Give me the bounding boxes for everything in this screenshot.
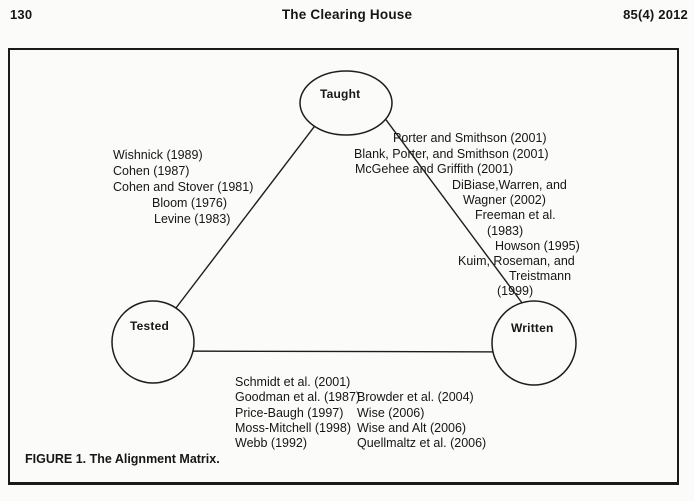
citation-tested-written-right-3: Wise and Alt (2006) bbox=[357, 421, 467, 435]
edge-tested-written-line bbox=[149, 350, 538, 353]
citation-taught-written-6: Freeman et al. bbox=[475, 208, 556, 222]
edge-taught-tested-line bbox=[162, 105, 331, 326]
citation-taught-written-5: Wagner (2002) bbox=[463, 193, 546, 207]
citation-tested-written-left-5: Webb (1992) bbox=[235, 436, 308, 450]
citation-tested-written-left-3: Price-Baugh (1997) bbox=[235, 406, 344, 420]
figure-caption: FIGURE 1. The Alignment Matrix. bbox=[25, 452, 220, 466]
edge-taught-written-line bbox=[377, 108, 535, 320]
citation-taught-tested-1: Wishnick (1989) bbox=[113, 148, 203, 162]
journal-title: The Clearing House bbox=[281, 7, 413, 22]
node-label-taught: Taught bbox=[320, 87, 361, 101]
citation-tested-written-left-4: Moss-Mitchell (1998) bbox=[235, 421, 352, 435]
node-written-circle bbox=[491, 300, 577, 386]
citation-taught-written-1: Porter and Smithson (2001) bbox=[393, 131, 547, 145]
figure-border-box bbox=[8, 48, 679, 485]
citation-taught-written-7: (1983) bbox=[487, 224, 524, 238]
node-label-tested: Tested bbox=[130, 319, 169, 333]
citation-taught-written-8: Howson (1995) bbox=[495, 239, 580, 253]
citation-tested-written-left-1: Schmidt et al. (2001) bbox=[235, 375, 351, 389]
citation-taught-written-2: Blank, Porter, and Smithson (2001) bbox=[354, 147, 549, 161]
citation-taught-written-3: McGehee and Griffith (2001) bbox=[355, 162, 514, 176]
citation-taught-written-11: (1999) bbox=[497, 284, 534, 298]
citation-taught-tested-5: Levine (1983) bbox=[154, 212, 231, 226]
citation-taught-tested-2: Cohen (1987) bbox=[113, 164, 190, 178]
citation-tested-written-right-2: Wise (2006) bbox=[357, 406, 425, 420]
citation-tested-written-right-4: Quellmaltz et al. (2006) bbox=[357, 436, 487, 450]
citation-taught-written-10: Treistmann bbox=[509, 269, 572, 283]
issue-info: 85(4) 2012 bbox=[623, 7, 688, 22]
citation-taught-tested-4: Bloom (1976) bbox=[152, 196, 228, 210]
citation-tested-written-left-2: Goodman et al. (1987) bbox=[235, 390, 361, 404]
citation-taught-tested-3: Cohen and Stover (1981) bbox=[113, 180, 254, 194]
node-taught-ellipse bbox=[299, 70, 393, 136]
citation-taught-written-4: DiBiase,Warren, and bbox=[452, 178, 567, 192]
node-label-written: Written bbox=[511, 321, 554, 335]
citation-tested-written-right-1: Browder et al. (2004) bbox=[357, 390, 474, 404]
node-tested-circle bbox=[111, 300, 195, 384]
page-number: 130 bbox=[10, 7, 33, 22]
citation-taught-written-9: Kuim, Roseman, and bbox=[458, 254, 575, 268]
